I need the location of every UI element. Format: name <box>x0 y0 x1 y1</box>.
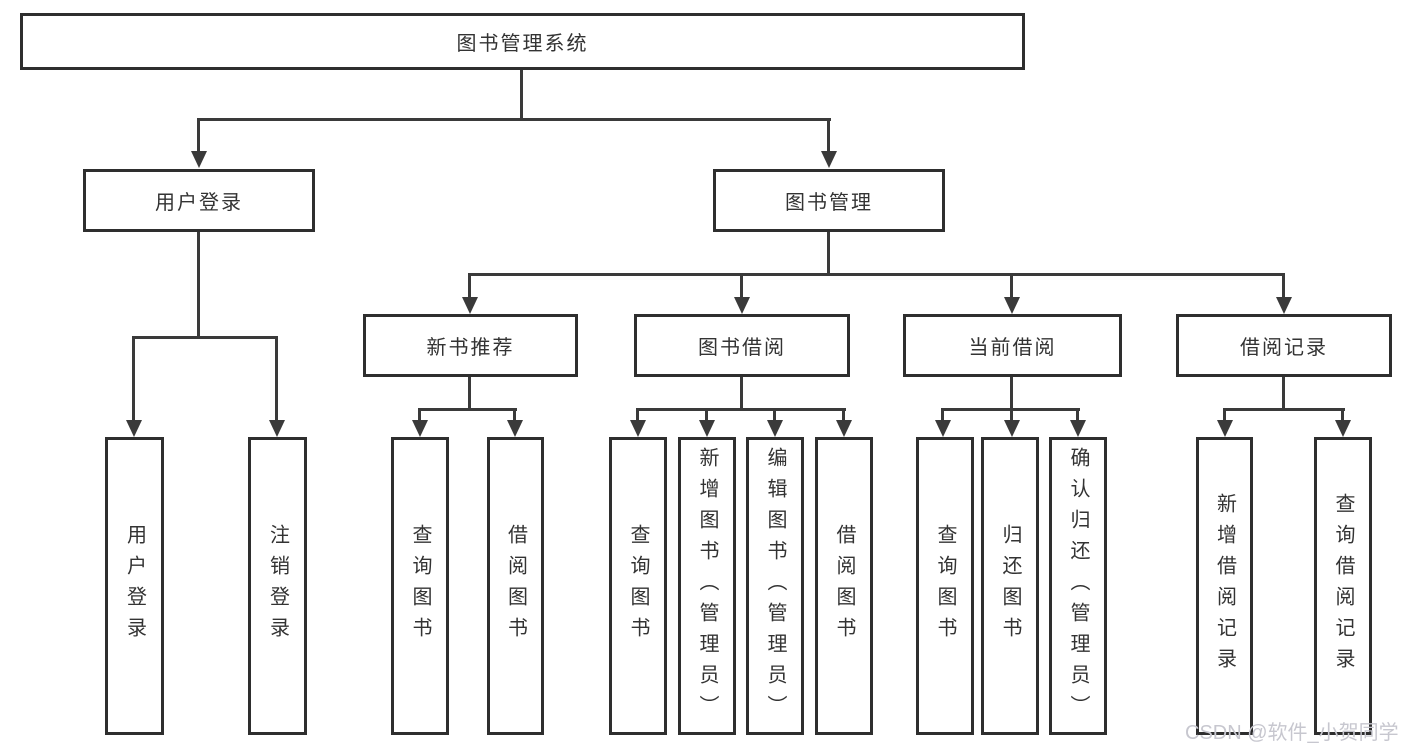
connector-line <box>1282 273 1285 300</box>
node-label: 图书借阅 <box>698 337 786 359</box>
leaf-query-books-recommend: 查询图书 <box>391 437 449 735</box>
node-label: 借阅图书 <box>833 524 855 648</box>
connector-line <box>1010 408 1013 422</box>
node-new-book-recommend: 新书推荐 <box>363 314 578 377</box>
connector-line <box>418 408 421 422</box>
arrowhead-down-icon <box>767 420 783 437</box>
arrowhead-down-icon <box>1217 420 1233 437</box>
connector-line <box>1282 375 1285 410</box>
arrowhead-down-icon <box>269 420 285 437</box>
connector-line <box>827 230 830 275</box>
node-current-borrow: 当前借阅 <box>903 314 1122 377</box>
arrowhead-down-icon <box>699 420 715 437</box>
node-label: 确认归还（管理员） <box>1067 446 1089 726</box>
connector-line <box>132 336 135 422</box>
node-label: 查询图书 <box>934 524 956 648</box>
arrowhead-down-icon <box>1070 420 1086 437</box>
node-book-borrow: 图书借阅 <box>634 314 850 377</box>
node-label: 查询借阅记录 <box>1332 493 1354 679</box>
node-borrow-records: 借阅记录 <box>1176 314 1392 377</box>
node-label: 新书推荐 <box>426 337 515 359</box>
node-book-management: 图书管理 <box>713 169 945 232</box>
connector-line <box>520 68 523 120</box>
leaf-logout: 注销登录 <box>248 437 307 735</box>
node-user-login: 用户登录 <box>83 169 315 232</box>
arrowhead-down-icon <box>630 420 646 437</box>
connector-line <box>1010 273 1013 300</box>
arrowhead-down-icon <box>1004 420 1020 437</box>
arrowhead-down-icon <box>821 151 837 168</box>
connector-line <box>468 375 471 410</box>
connector-line <box>1223 408 1226 422</box>
leaf-query-borrow-record: 查询借阅记录 <box>1314 437 1372 735</box>
connector-line <box>197 230 200 338</box>
node-label: 查询图书 <box>627 524 649 648</box>
connector-line <box>827 118 830 154</box>
connector-line <box>636 408 846 411</box>
connector-line <box>740 375 743 410</box>
node-label: 用户登录 <box>123 524 146 648</box>
node-label: 新增图书（管理员） <box>696 446 718 726</box>
connector-line <box>513 408 516 422</box>
connector-line <box>1010 375 1013 410</box>
node-label: 用户登录 <box>155 192 243 214</box>
node-label: 编辑图书（管理员） <box>764 446 786 726</box>
node-root-system: 图书管理系统 <box>20 13 1025 70</box>
node-label: 归还图书 <box>999 524 1021 648</box>
connector-line <box>468 273 471 300</box>
leaf-edit-books-admin: 编辑图书（管理员） <box>746 437 804 735</box>
connector-line <box>132 336 278 339</box>
arrowhead-down-icon <box>1335 420 1351 437</box>
connector-line <box>197 118 831 121</box>
connector-line <box>468 273 1285 276</box>
node-label: 注销登录 <box>266 524 289 648</box>
node-label: 借阅图书 <box>504 524 527 648</box>
arrowhead-down-icon <box>734 297 750 314</box>
arrowhead-down-icon <box>462 297 478 314</box>
connector-line <box>1223 408 1345 411</box>
arrowhead-down-icon <box>1276 297 1292 314</box>
arrowhead-down-icon <box>191 151 207 168</box>
connector-line <box>418 408 517 411</box>
arrowhead-down-icon <box>1004 297 1020 314</box>
connector-line <box>1341 408 1344 422</box>
node-label: 当前借阅 <box>968 337 1057 359</box>
leaf-query-books-borrow: 查询图书 <box>609 437 667 735</box>
connector-line <box>275 336 278 422</box>
leaf-user-login: 用户登录 <box>105 437 164 735</box>
leaf-confirm-return-admin: 确认归还（管理员） <box>1049 437 1107 735</box>
leaf-add-borrow-record: 新增借阅记录 <box>1196 437 1253 735</box>
leaf-add-books-admin: 新增图书（管理员） <box>678 437 736 735</box>
connector-line <box>197 118 200 154</box>
leaf-borrow-books-recommend: 借阅图书 <box>487 437 544 735</box>
connector-line <box>773 408 776 422</box>
leaf-query-books-current: 查询图书 <box>916 437 974 735</box>
csdn-watermark: CSDN @软件_小贺同学 <box>1185 722 1399 744</box>
leaf-borrow-books: 借阅图书 <box>815 437 873 735</box>
arrowhead-down-icon <box>935 420 951 437</box>
arrowhead-down-icon <box>507 420 523 437</box>
connector-line <box>636 408 639 422</box>
leaf-return-books: 归还图书 <box>981 437 1039 735</box>
node-label: 图书管理 <box>785 192 873 214</box>
arrowhead-down-icon <box>412 420 428 437</box>
arrowhead-down-icon <box>836 420 852 437</box>
node-label: 新增借阅记录 <box>1213 493 1236 679</box>
connector-line <box>842 408 845 422</box>
arrowhead-down-icon <box>126 420 142 437</box>
connector-line <box>941 408 944 422</box>
connector-line <box>1076 408 1079 422</box>
node-label: 查询图书 <box>409 524 431 648</box>
connector-line <box>740 273 743 300</box>
node-label: 借阅记录 <box>1240 337 1328 359</box>
node-label: 图书管理系统 <box>456 33 589 55</box>
connector-line <box>705 408 708 422</box>
